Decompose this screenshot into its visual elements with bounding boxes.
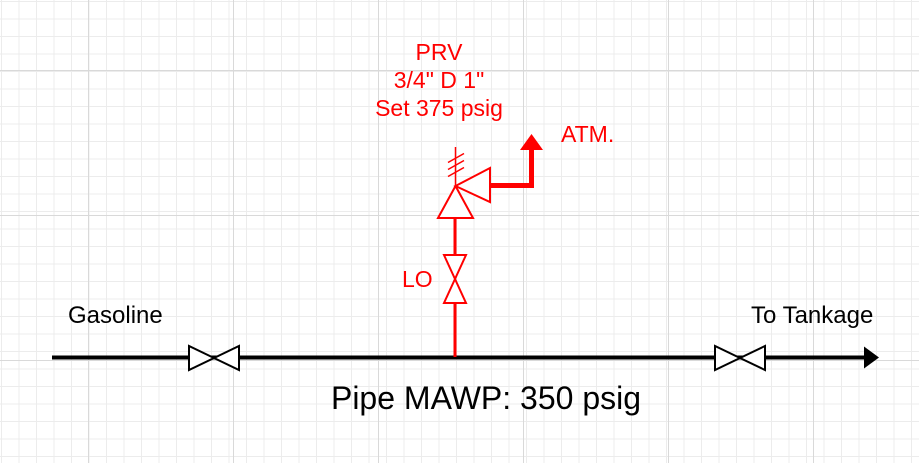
- relief-valve-icon[interactable]: [436, 147, 491, 219]
- flow-arrow-icon: [864, 346, 879, 369]
- to-tankage-label[interactable]: To Tankage: [751, 302, 873, 329]
- lo-valve-bowtie: [442, 254, 468, 304]
- spring-tick: [447, 166, 465, 178]
- gate-valve-bowtie: [188, 344, 240, 372]
- gasoline-label[interactable]: Gasoline: [68, 302, 163, 329]
- spring-tick: [447, 152, 465, 164]
- prv-setpoint-label: Set 375 psig: [375, 95, 503, 121]
- gate-valve-bowtie: [714, 344, 766, 372]
- spring-tick: [447, 159, 465, 171]
- spring-icon: [447, 147, 465, 186]
- pipe-mawp-label[interactable]: Pipe MAWP: 350 psig: [331, 380, 641, 416]
- right-gate-valve-icon[interactable]: [714, 344, 766, 372]
- vent-line[interactable]: [490, 134, 543, 188]
- prv-label-block[interactable]: PRV 3/4" D 1" Set 375 psig: [375, 39, 503, 121]
- lo-label[interactable]: LO: [402, 266, 433, 292]
- atm-label[interactable]: ATM.: [561, 121, 614, 147]
- prv-tag-label: PRV: [416, 39, 464, 65]
- prv-inlet-triangle: [436, 183, 475, 219]
- lock-open-valve-icon[interactable]: [442, 254, 468, 304]
- prv-size-label: 3/4" D 1": [394, 67, 484, 93]
- vent-arrow-icon: [520, 134, 543, 150]
- vent-elbow: [490, 149, 534, 188]
- left-gate-valve-icon[interactable]: [188, 344, 240, 372]
